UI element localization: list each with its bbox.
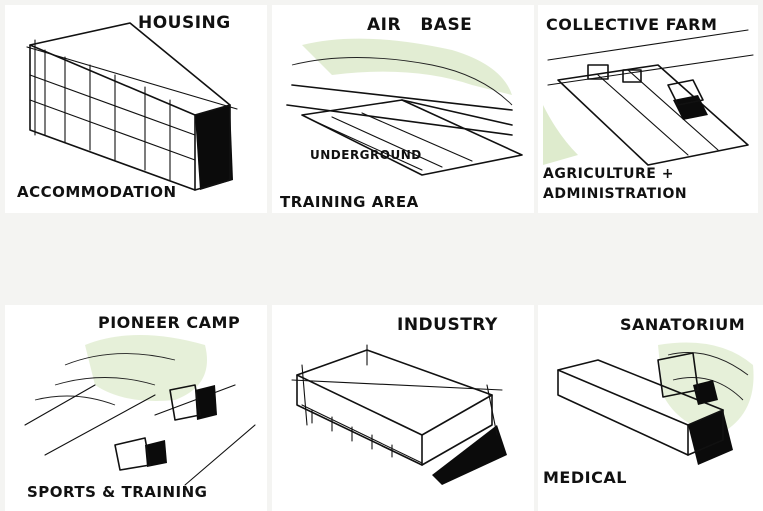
- housing-title: HOUSING: [138, 13, 231, 33]
- housing-caption: ACCOMMODATION: [17, 183, 177, 201]
- industry-title: INDUSTRY: [397, 315, 498, 335]
- collective-farm-sketch: [543, 29, 754, 166]
- sanatorium-sketch: [557, 342, 754, 465]
- panel-sanatorium: SANATORIUM MEDICAL: [538, 305, 763, 511]
- panel-housing: HOUSING ACCOMMODATION: [5, 5, 267, 213]
- air-base-caption: TRAINING AREA: [280, 193, 419, 211]
- sanatorium-title: SANATORIUM: [620, 315, 746, 334]
- housing-sketch: [26, 22, 238, 191]
- panel-industry: INDUSTRY: [272, 305, 534, 511]
- panel-pioneer-camp: PIONEER CAMP SPORTS & TRAINING: [5, 305, 267, 511]
- collective-farm-title: COLLECTIVE FARM: [546, 15, 718, 34]
- panel-air-base: AIR BASE UNDERGROUND TRAINING AREA: [272, 5, 534, 213]
- air-base-note: UNDERGROUND: [310, 148, 422, 162]
- air-base-sketch: [286, 38, 523, 176]
- panel-collective-farm: COLLECTIVE FARM AGRICULTURE + ADMINISTRA…: [538, 5, 758, 213]
- collective-farm-caption-line1: AGRICULTURE +: [543, 166, 674, 182]
- pioneer-camp-sketch: [24, 335, 256, 486]
- collective-farm-caption-line2: ADMINISTRATION: [543, 186, 688, 202]
- pioneer-camp-caption: SPORTS & TRAINING: [27, 483, 208, 501]
- pioneer-camp-title: PIONEER CAMP: [98, 313, 241, 332]
- industry-sketch: [291, 344, 507, 485]
- sanatorium-caption: MEDICAL: [543, 468, 627, 487]
- air-base-title: AIR BASE: [367, 15, 473, 35]
